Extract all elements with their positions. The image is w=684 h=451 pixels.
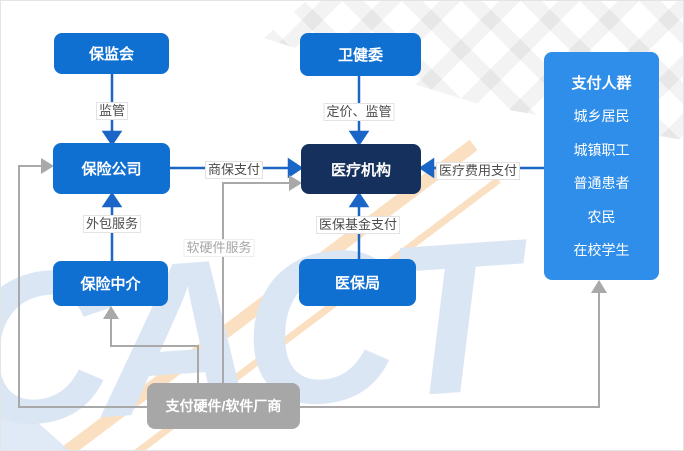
edge-label-medical-fee-pay: 医疗费用支付 [435, 162, 521, 180]
edge-commercial-pay-arrowhead [287, 157, 304, 179]
node-vendor-label: 支付硬件/软件厂商 [165, 398, 282, 414]
node-insurer: 保险公司 [53, 143, 170, 194]
payer-group-item: 城镇职工 [573, 141, 630, 158]
edge-label-commercial-pay: 商保支付 [204, 161, 264, 179]
node-insurer-label: 保险公司 [81, 161, 142, 178]
node-nhsa-label: 医保局 [334, 275, 380, 292]
node-hospital: 医疗机构 [301, 144, 421, 194]
node-broker: 保险中介 [53, 261, 168, 306]
edge-label-pricing-supervise: 定价、监管 [323, 103, 395, 121]
edge-fund-pay-arrowhead [348, 191, 370, 208]
payer-group-item: 农民 [587, 208, 616, 225]
edge-vendor-to-broker-arrowhead [103, 306, 119, 319]
edge-label-outsourcing: 外包服务 [82, 215, 142, 233]
node-nhsa: 医保局 [299, 259, 416, 306]
payer-group-item: 在校学生 [573, 242, 630, 259]
edge-pricing-arrowhead [348, 130, 370, 147]
edge-vendor-to-payers-arrowhead [591, 280, 607, 293]
edge-vendor-to-hospital-line [222, 182, 289, 383]
edge-label-fund-pay: 医保基金支付 [315, 216, 401, 234]
node-payer-groups: 支付人群 城乡居民 城镇职工 普通患者 农民 在校学生 [544, 52, 659, 280]
node-vendor: 支付硬件/软件厂商 [147, 383, 300, 429]
payer-groups-title: 支付人群 [571, 74, 632, 92]
node-nhc: 卫健委 [300, 33, 421, 76]
node-cbirc: 保监会 [54, 33, 169, 74]
edge-supervise-arrowhead [101, 130, 123, 147]
edge-label-softhard-service: 软硬件服务 [183, 239, 255, 257]
node-hospital-label: 医疗机构 [330, 161, 391, 179]
node-cbirc-label: 保监会 [88, 46, 134, 63]
edge-outsourcing-arrowhead [101, 191, 123, 208]
payer-group-item: 城乡居民 [573, 108, 630, 125]
node-broker-label: 保险中介 [80, 276, 141, 293]
edge-label-supervise: 监管 [95, 102, 129, 120]
payer-group-item: 普通患者 [573, 175, 630, 192]
edge-vendor-to-broker-line [110, 319, 199, 383]
edge-medical-fee-arrowhead [418, 157, 435, 179]
edge-vendor-to-payers-line [300, 293, 600, 408]
node-nhc-label: 卫健委 [337, 47, 383, 64]
